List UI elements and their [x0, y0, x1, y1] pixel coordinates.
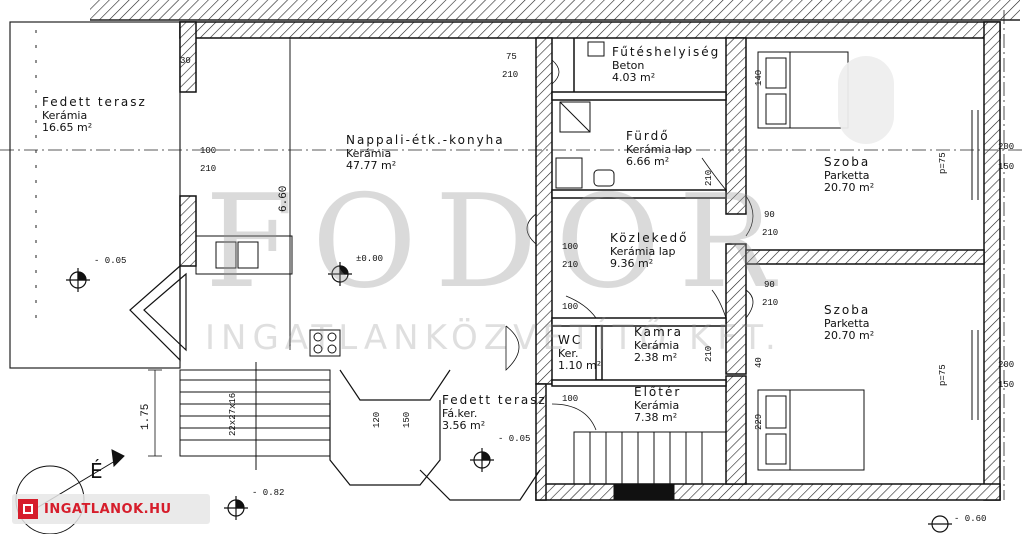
dim-210-a: 210: [502, 70, 519, 80]
room-name: Nappali-étk.-konyha: [346, 133, 505, 147]
room-label-furdo: Fürdő Kerámia lap 6.66 m²: [626, 129, 692, 169]
left-terrace-outline: [9, 21, 181, 369]
room-material: Parketta: [824, 168, 870, 182]
room-area: 6.66 m²: [626, 155, 670, 169]
inner-stair: [573, 431, 727, 501]
room-name: Fedett terasz: [42, 95, 147, 109]
room-material: Kerámia lap: [626, 142, 692, 156]
level-left: - 0.05: [94, 256, 127, 266]
door-swings: [505, 59, 754, 431]
dim-175: 1.75: [140, 403, 152, 430]
dimension-lines: [148, 40, 291, 457]
dim-660: 6.60: [278, 185, 290, 212]
dim-200-b: 200: [998, 360, 1015, 370]
room-label-kamra: Kamra Kerámia 2.38 m²: [634, 325, 683, 365]
room-label-fedett-terasz-left: Fedett terasz Kerámia 16.65 m²: [42, 95, 147, 135]
dim-90-b: 90: [764, 280, 775, 290]
room-label-szoba-top: Szoba Parketta 20.70 m²: [824, 155, 875, 195]
room-area: 1.10 m²: [558, 359, 602, 373]
dim-p75-a: p=75: [938, 152, 948, 174]
room-material: Kerámia lap: [610, 244, 676, 258]
room-material: Kerámia: [42, 108, 88, 122]
compass-north-label: É: [90, 459, 103, 483]
axis-lines: [0, 10, 1024, 500]
room-area: 47.77 m²: [346, 159, 397, 173]
dim-100-c: 100: [562, 394, 579, 404]
blurred-area: [838, 56, 894, 144]
right-windows: [971, 110, 979, 420]
room-name: WC: [558, 333, 583, 347]
room-material: Parketta: [824, 316, 870, 330]
room-name: Fürdő: [626, 129, 670, 143]
level-markers: [66, 262, 952, 533]
dim-120: 120: [372, 411, 382, 428]
room-area: 16.65 m²: [42, 121, 93, 135]
level-center: ±0.00: [356, 254, 384, 264]
room-name: Kamra: [634, 325, 683, 339]
dim-100-d: 100: [562, 302, 579, 312]
exterior-hatch-top: [90, 0, 1020, 21]
dim-30: 30: [180, 56, 191, 66]
room-material: Beton: [612, 58, 645, 72]
dim-200-a: 200: [998, 142, 1015, 152]
room-name: Fűtéshelyiség: [612, 45, 721, 59]
dim-150-a: 150: [998, 162, 1015, 172]
dim-210-f: 210: [704, 169, 714, 186]
room-area: 20.70 m²: [824, 329, 875, 343]
room-label-fedett-terasz-front: Fedett terasz Fá.ker. 3.56 m²: [442, 393, 547, 433]
room-name: Közlekedő: [610, 231, 689, 245]
dim-150-b: 150: [998, 380, 1015, 390]
dim-229: 229: [754, 413, 764, 430]
dim-210-d: 210: [762, 228, 779, 238]
dim-100-b: 100: [562, 242, 579, 252]
room-label-eloter: Előtér Kerámia 7.38 m²: [634, 385, 682, 425]
room-label-futeshelyiseg: Fűtéshelyiség Beton 4.03 m²: [612, 45, 721, 85]
dim-140: 140: [754, 69, 764, 86]
room-area: 4.03 m²: [612, 71, 656, 85]
watermark-brand: FODOR: [205, 168, 793, 317]
room-label-wc: WC Ker. 1.10 m²: [558, 333, 602, 373]
level-entry: - 0.05: [498, 434, 531, 444]
source-badge: INGATLANOK.HU: [12, 494, 210, 524]
room-area: 3.56 m²: [442, 419, 486, 433]
badge-logo-icon: [18, 499, 38, 519]
room-area: 2.38 m²: [634, 351, 678, 365]
bathroom-fixtures: [555, 41, 615, 189]
room-name: Szoba: [824, 155, 871, 169]
room-name: Szoba: [824, 303, 871, 317]
dim-40: 40: [754, 357, 764, 368]
dim-90-a: 90: [764, 210, 775, 220]
room-material: Fá.ker.: [442, 406, 478, 420]
room-name: Előtér: [634, 385, 682, 399]
room-area: 20.70 m²: [824, 181, 875, 195]
room-material: Ker.: [558, 346, 579, 360]
level-bottom-left: - 0.82: [252, 488, 285, 498]
watermark-subtitle: INGATLANKÖZVETÍTŐ KFT.: [205, 318, 782, 358]
room-label-szoba-bottom: Szoba Parketta 20.70 m²: [824, 303, 875, 343]
room-area: 9.36 m²: [610, 257, 654, 271]
dim-150-c: 150: [402, 411, 412, 428]
badge-text: INGATLANOK.HU: [44, 501, 172, 517]
dim-stair: 22x27x16: [228, 392, 238, 436]
room-area: 7.38 m²: [634, 411, 678, 425]
room-label-kozlekedo: Közlekedő Kerámia lap 9.36 m²: [610, 231, 689, 271]
room-material: Kerámia: [346, 146, 392, 160]
front-stairs: [179, 362, 331, 470]
dim-210-g: 210: [704, 345, 714, 362]
dim-210-c: 210: [562, 260, 579, 270]
dim-100-a: 100: [200, 146, 217, 156]
room-name: Fedett terasz: [442, 393, 547, 407]
dim-210-b: 210: [200, 164, 217, 174]
dim-75: 75: [506, 52, 517, 62]
level-bottom-right: - 0.60: [954, 514, 987, 524]
room-material: Kerámia: [634, 398, 680, 412]
room-label-nappali: Nappali-étk.-konyha Kerámia 47.77 m²: [346, 133, 505, 173]
dim-210-e: 210: [762, 298, 779, 308]
room-material: Kerámia: [634, 338, 680, 352]
dim-p75-b: p=75: [938, 364, 948, 386]
kitchen-counter: [195, 235, 341, 357]
